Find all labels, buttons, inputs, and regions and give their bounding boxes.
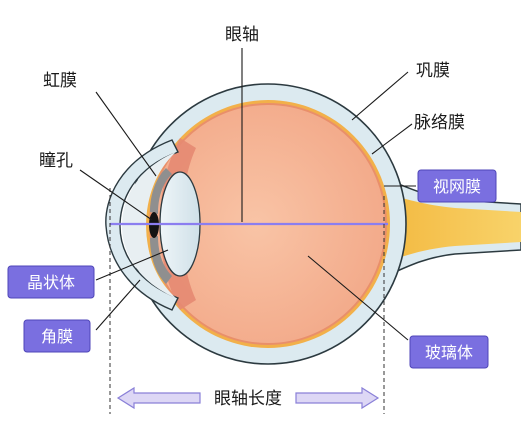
retina-tag [417,169,497,203]
cornea-label: 角膜 [41,327,73,346]
choroid-leader [371,123,413,155]
choroid-label: 脉络膜 [414,113,465,133]
iris-leader [95,91,157,177]
axial-length-arrow [116,386,201,410]
vitreous-tag [409,335,489,369]
axial-length-arrow-right [295,386,380,410]
iris-label: 虹膜 [43,71,77,91]
iris-shape-lower [150,236,172,284]
sclera-label: 巩膜 [416,61,450,81]
retina-label: 视网膜 [433,177,481,196]
pupil-leader [79,169,153,221]
vitreous-label: 玻璃体 [425,343,473,362]
axis-label: 眼轴 [225,25,259,45]
sclera-leader [351,71,409,121]
axial-length-label: 眼轴长度 [214,389,282,409]
optic-nerve [370,190,521,268]
iris-shape [150,168,172,214]
cornea-leader [95,279,141,331]
lens-tag [7,265,95,299]
anterior-chamber [122,152,176,298]
vitreous-leader [307,255,409,341]
pupil-label: 瞳孔 [39,151,73,171]
lens-leader [95,249,169,281]
lens-label: 晶状体 [27,273,75,292]
cornea-tag [23,319,91,353]
